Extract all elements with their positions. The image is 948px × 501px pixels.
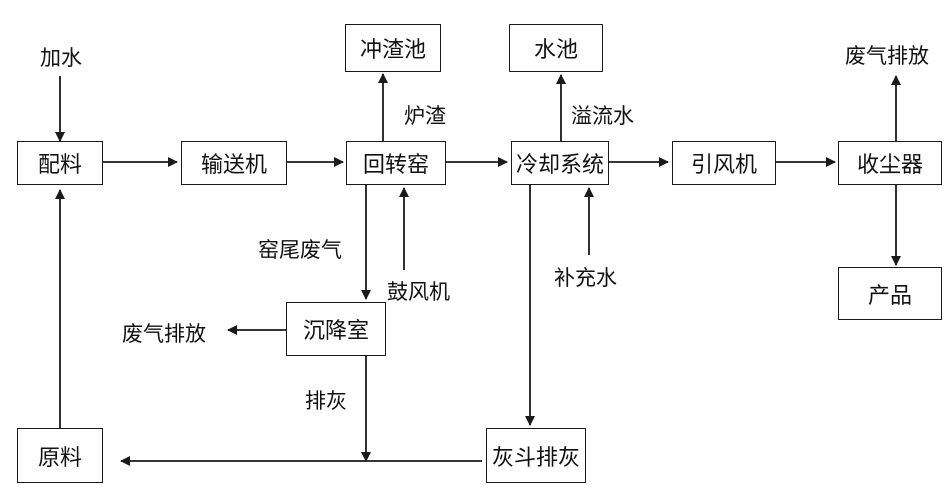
label-paihui: 排灰 xyxy=(305,389,347,413)
box-chongzhachi: 冲渣池 xyxy=(345,24,441,72)
label-exhaust-top: 废气排放 xyxy=(845,44,929,68)
label-jiashui: 加水 xyxy=(40,46,82,70)
box-lengque-xitong: 冷却系统 xyxy=(511,141,609,185)
box-shouchenqi: 收尘器 xyxy=(838,141,942,185)
box-huidou-paihui: 灰斗排灰 xyxy=(486,428,586,483)
box-huizhuanyao: 回转窑 xyxy=(346,141,446,185)
box-chanpin: 产品 xyxy=(838,267,942,320)
box-chenjiangshi: 沉降室 xyxy=(286,302,386,356)
label-yiliushui: 溢流水 xyxy=(571,104,634,128)
box-yinfengji: 引风机 xyxy=(672,141,776,185)
box-shuichi: 水池 xyxy=(509,24,603,72)
box-peiliao: 配料 xyxy=(17,141,103,185)
label-buchongshui: 补充水 xyxy=(554,266,617,290)
label-luzha: 炉渣 xyxy=(404,104,446,128)
label-gufengji: 鼓风机 xyxy=(387,280,450,304)
label-exhaust-left: 废气排放 xyxy=(122,322,206,346)
box-yuanliao: 原料 xyxy=(17,428,103,483)
box-shusongji: 输送机 xyxy=(181,141,287,185)
label-yaowei-feiqi: 窑尾废气 xyxy=(258,238,342,262)
